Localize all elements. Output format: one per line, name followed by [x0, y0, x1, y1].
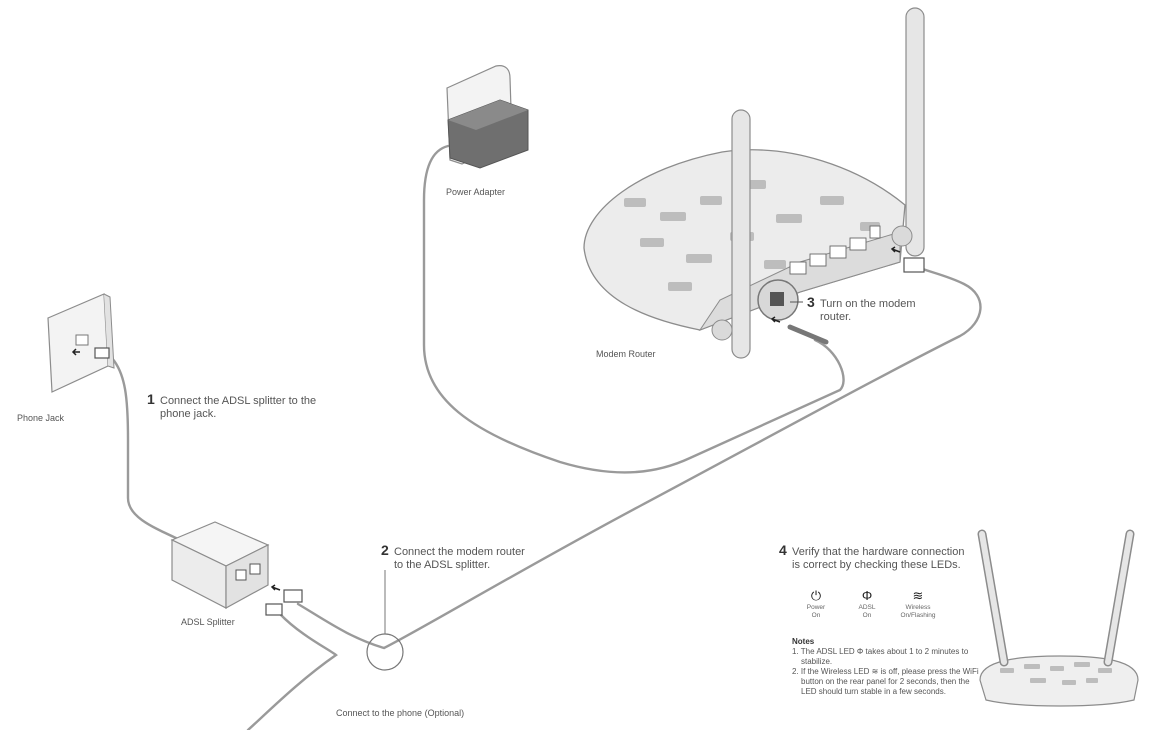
step-1: 1 Connect the ADSL splitter to the phone…: [147, 392, 317, 421]
led-wireless-state: On/Flashing: [900, 612, 936, 619]
notes-title: Notes: [792, 637, 815, 646]
step-2: 2 Connect the modem router to the ADSL s…: [381, 543, 525, 572]
phone-optional-cable: [246, 612, 338, 730]
adsl-splitter-label: ADSL Splitter: [181, 617, 235, 627]
adsl-icon: Φ: [861, 588, 873, 603]
note-item-1: 1. The ADSL LED Φ takes about 1 to 2 min…: [792, 647, 969, 666]
phone-jack-label: Phone Jack: [17, 413, 65, 423]
step-4-number: 4: [779, 542, 787, 558]
step-2-text: Connect the modem router to the ADSL spl…: [394, 546, 525, 571]
adsl-splitter: [170, 521, 303, 616]
connection-callout-circle: [366, 633, 404, 671]
step-3: 3 Turn on the modem router.: [807, 295, 916, 324]
step-4-text: Verify that the hardware connection is c…: [792, 546, 965, 571]
power-adapter: [446, 65, 529, 169]
step-1-text: Connect the ADSL splitter to the phone j…: [160, 395, 317, 420]
led-power: ⏻ Power On: [786, 588, 846, 620]
led-adsl-state: On: [862, 612, 872, 619]
connect-phone-label: Connect to the phone (Optional): [336, 708, 465, 718]
power-adapter-cable: [422, 144, 845, 474]
led-adsl-name: ADSL: [858, 604, 876, 611]
router-front-view: [977, 529, 1139, 707]
led-wireless: ≋ Wireless On/Flashing: [888, 588, 948, 620]
antenna-right: [905, 7, 925, 257]
power-adapter-label: Power Adapter: [446, 187, 506, 197]
led-adsl: Φ ADSL On: [837, 588, 897, 620]
step-4: 4 Verify that the hardware connection is…: [779, 543, 965, 572]
note-item-2: 2. If the Wireless LED ≋ is off, please …: [792, 667, 979, 696]
antenna-left: [731, 109, 751, 359]
phone-jack-cable: [108, 354, 178, 540]
led-wireless-name: Wireless: [905, 604, 931, 611]
step-3-text: Turn on the modem router.: [820, 298, 916, 323]
led-power-state: On: [811, 612, 821, 619]
step-3-number: 3: [807, 294, 815, 310]
power-icon: ⏻: [810, 588, 822, 603]
modem-router: [583, 7, 925, 359]
cables: [108, 144, 982, 730]
led-power-name: Power: [806, 604, 826, 611]
notes: Notes 1. The ADSL LED Φ takes about 1 to…: [792, 637, 982, 697]
wireless-icon: ≋: [912, 588, 924, 603]
step-1-number: 1: [147, 391, 155, 407]
modem-to-splitter-cable: [296, 266, 982, 650]
step-2-number: 2: [381, 542, 389, 558]
modem-router-label: Modem Router: [596, 349, 656, 359]
phone-jack: [47, 293, 115, 393]
